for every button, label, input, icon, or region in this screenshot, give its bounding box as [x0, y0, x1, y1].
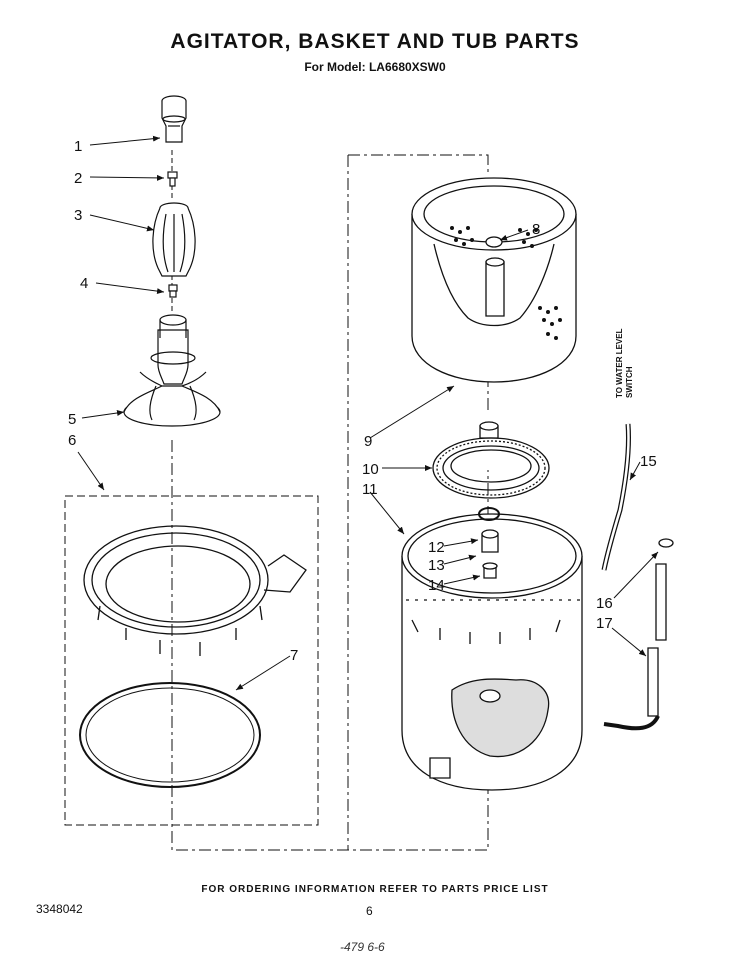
- model-subtitle: For Model: LA6680XSW0: [304, 60, 446, 74]
- drive-block-part: [479, 421, 499, 439]
- callout-12: 12: [428, 539, 445, 556]
- agitator-base-part: [123, 314, 221, 427]
- water-level-switch-label: TO WATER LEVEL SWITCH: [615, 328, 634, 398]
- callout-numbers: 1 2 3 4 5 6 7 8 9 10 11 12 13 14 15 16 1…: [68, 138, 657, 664]
- outer-tub-part: [401, 513, 583, 791]
- callout-8: 8: [532, 221, 540, 238]
- callout-1: 1: [74, 138, 82, 155]
- spanner-ring-part: [432, 437, 550, 499]
- seal-ring-part: [79, 682, 261, 788]
- callout-14: 14: [428, 577, 445, 594]
- callout-7: 7: [290, 647, 298, 664]
- page-title: AGITATOR, BASKET AND TUB PARTS: [170, 30, 580, 53]
- callout-17: 17: [596, 615, 613, 632]
- callout-10: 10: [362, 461, 379, 478]
- seal-parts: [478, 507, 500, 579]
- pressure-hose-part: [601, 423, 632, 571]
- small-bolt-part: [167, 171, 178, 187]
- ordering-info-note: FOR ORDERING INFORMATION REFER TO PARTS …: [201, 884, 549, 895]
- tub-ring-assembly-box: [64, 495, 319, 826]
- callout-4: 4: [80, 275, 88, 292]
- callout-5: 5: [68, 411, 76, 428]
- agitator-cap-part: [161, 95, 187, 143]
- leader-lines: [77, 135, 659, 691]
- basket-part: [411, 177, 577, 383]
- drain-hose-part: [603, 538, 674, 731]
- svg-text:SWITCH: SWITCH: [625, 366, 634, 398]
- document-number: 3348042: [36, 902, 83, 916]
- callout-9: 9: [364, 433, 372, 450]
- callout-16: 16: [596, 595, 613, 612]
- callout-6: 6: [68, 432, 76, 449]
- agitator-barrel-part: [152, 202, 196, 277]
- svg-text:TO WATER LEVEL: TO WATER LEVEL: [615, 328, 624, 398]
- tub-ring-part: [83, 525, 307, 656]
- callout-13: 13: [428, 557, 445, 574]
- callout-15: 15: [640, 453, 657, 470]
- nut-part: [168, 284, 178, 298]
- page-number: 6: [366, 904, 373, 918]
- callout-11: 11: [362, 481, 378, 498]
- callout-3: 3: [74, 207, 82, 224]
- handwritten-mark: -479 6-6: [340, 940, 385, 954]
- callout-2: 2: [74, 170, 82, 187]
